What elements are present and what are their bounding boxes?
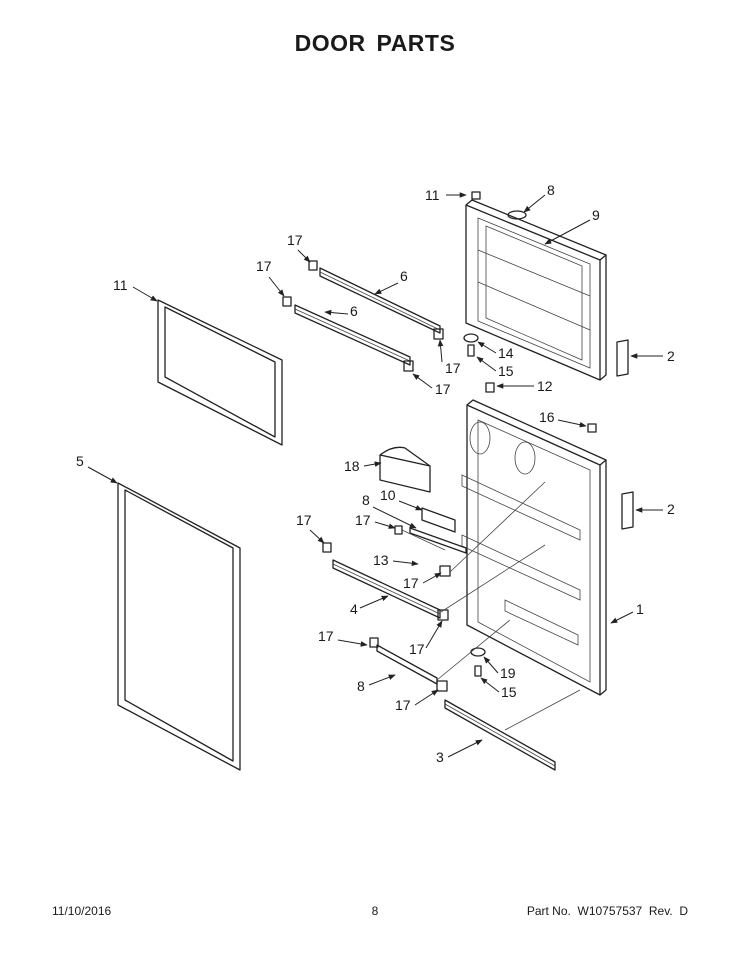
hinge-pin-parts	[463, 333, 486, 677]
callout-label: 17	[409, 641, 425, 657]
callout-label: 17	[445, 360, 461, 376]
callout-label: 2	[667, 501, 675, 517]
callout-label: 17	[287, 232, 303, 248]
callout-label: 2	[667, 348, 675, 364]
callout-label: 17	[256, 258, 272, 274]
callout-label: 5	[76, 453, 84, 469]
screws	[471, 191, 597, 433]
callout-label: 16	[539, 409, 555, 425]
fresh-food-rail	[332, 559, 441, 619]
freezer-gasket	[157, 299, 283, 446]
callout-label: 18	[344, 458, 360, 474]
door-handle-lower	[621, 491, 634, 530]
door-stop	[507, 210, 527, 220]
callout-label: 13	[373, 552, 389, 568]
callout-label: 8	[362, 492, 370, 508]
callout-label: 19	[500, 665, 516, 681]
shelf-trim-lower	[376, 644, 438, 685]
assembly-lines	[436, 481, 581, 731]
bin-clip-assembly	[421, 507, 456, 533]
callout-label: 8	[547, 182, 555, 198]
callouts: 11 8 9 17 17 6 6 11 14 15 17 17 2 12 16 …	[76, 182, 675, 765]
callout-label: 17	[395, 697, 411, 713]
freezer-shelf-rail-lower	[294, 304, 411, 366]
callout-label: 4	[350, 601, 358, 617]
callout-label: 15	[498, 363, 514, 379]
shelf-trim-upper	[409, 527, 467, 554]
page-title: DOOR PARTS	[294, 30, 456, 56]
freezer-door	[465, 199, 607, 381]
callout-label: 17	[296, 512, 312, 528]
callout-label: 17	[318, 628, 334, 644]
fresh-food-gasket	[117, 482, 241, 771]
door-handle-upper	[616, 339, 629, 377]
callout-label: 14	[498, 345, 514, 361]
freezer-shelf-rail-upper	[319, 267, 441, 334]
footer-part-number: Part No. W10757537 Rev. D	[526, 904, 688, 918]
callout-label: 17	[435, 381, 451, 397]
callout-label: 9	[592, 207, 600, 223]
callout-label: 12	[537, 378, 553, 394]
callout-label: 11	[425, 187, 440, 203]
callout-label: 6	[400, 268, 408, 284]
dairy-compartment-door	[379, 446, 431, 493]
callout-label: 6	[350, 303, 358, 319]
footer-date: 11/10/2016	[52, 904, 112, 918]
callout-label: 17	[403, 575, 419, 591]
fresh-food-door	[461, 399, 607, 696]
callout-label: 10	[380, 487, 396, 503]
callout-label: 3	[436, 749, 444, 765]
callout-label: 8	[357, 678, 365, 694]
door-bottom-trim	[444, 699, 556, 771]
rod-part	[401, 529, 446, 551]
callout-label: 11	[113, 277, 128, 293]
callout-label: 17	[355, 512, 371, 528]
footer-page-number: 8	[371, 904, 379, 918]
callout-label: 15	[501, 684, 517, 700]
callout-label: 1	[636, 601, 644, 617]
